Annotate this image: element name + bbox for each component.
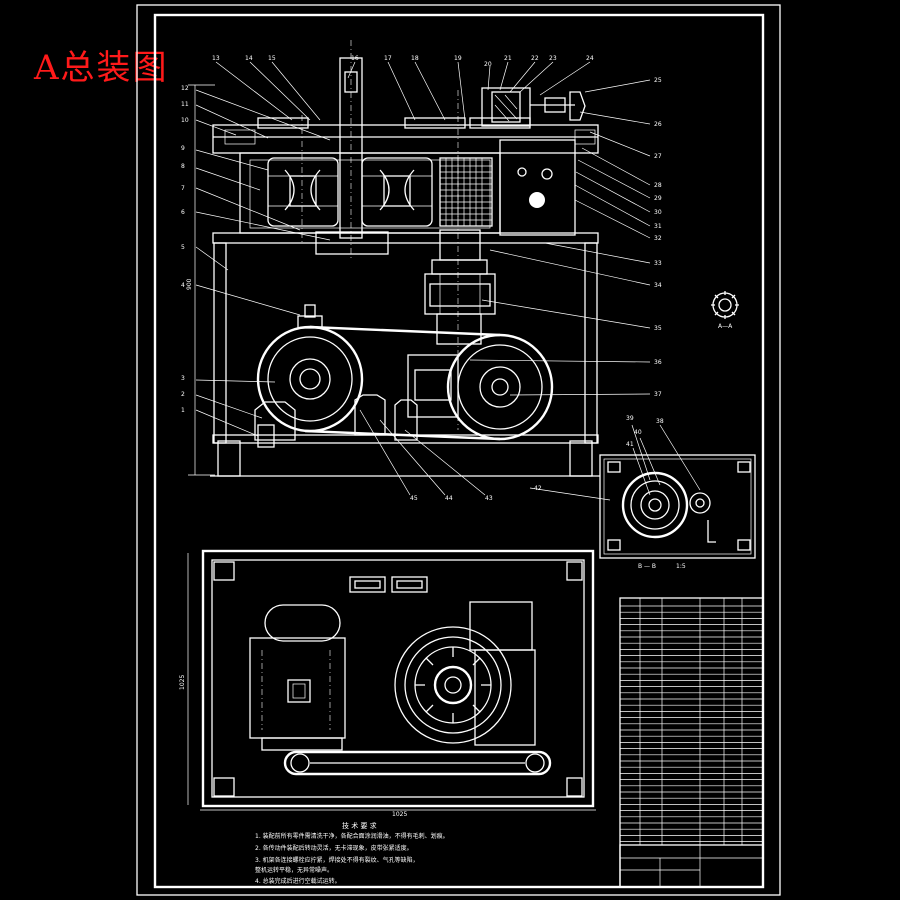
svg-text:10: 10 — [181, 117, 189, 124]
svg-text:44: 44 — [445, 495, 453, 502]
section-bb-view: 39 40 41 38 B — B 1:5 — [599, 415, 756, 570]
gear-middle — [361, 157, 433, 227]
svg-text:34: 34 — [654, 282, 662, 289]
section-aa-label: A—A — [718, 323, 733, 330]
svg-text:30: 30 — [654, 209, 662, 216]
svg-text:31: 31 — [654, 223, 662, 230]
dim-plan-height: 1025 — [179, 675, 186, 690]
svg-text:38: 38 — [656, 418, 664, 425]
svg-text:3: 3 — [181, 375, 185, 382]
svg-text:15: 15 — [268, 55, 276, 62]
section-bb-label: B — B — [638, 563, 656, 570]
front-view: 900 — [186, 40, 651, 501]
svg-text:26: 26 — [654, 121, 662, 128]
driven-pulley — [446, 333, 554, 441]
svg-text:整机运转平稳，无异常噪声。: 整机运转平稳，无异常噪声。 — [255, 866, 333, 874]
svg-text:4. 总装完成后进行空载试运转。: 4. 总装完成后进行空载试运转。 — [255, 877, 341, 885]
svg-text:23: 23 — [549, 55, 557, 62]
svg-text:11: 11 — [181, 101, 189, 108]
plan-view: 1025 1025 — [179, 549, 596, 818]
svg-text:33: 33 — [654, 260, 662, 267]
part-numbers-bottom: 45 44 43 42 — [410, 485, 542, 502]
part-numbers-right: 25 26 27 28 29 30 31 32 33 34 35 36 37 — [654, 77, 662, 398]
dim-bottom-width: 1025 — [392, 811, 407, 818]
plan-pulley-wheel — [394, 601, 536, 746]
svg-text:24: 24 — [586, 55, 594, 62]
part-numbers-left: 12 11 10 9 8 7 6 5 4 3 2 1 — [181, 85, 189, 414]
svg-text:18: 18 — [411, 55, 419, 62]
v-belt — [304, 325, 501, 441]
svg-text:1: 1 — [181, 407, 185, 414]
svg-text:45: 45 — [410, 495, 418, 502]
svg-text:42: 42 — [534, 485, 542, 492]
svg-text:39: 39 — [626, 415, 634, 422]
svg-text:28: 28 — [654, 182, 662, 189]
svg-text:22: 22 — [531, 55, 539, 62]
motor-pulley — [256, 304, 364, 433]
gear-left — [267, 157, 339, 227]
tech-requirements-heading: 技 术 要 求 — [342, 821, 377, 830]
svg-text:35: 35 — [654, 325, 662, 332]
svg-text:17: 17 — [384, 55, 392, 62]
svg-text:21: 21 — [504, 55, 512, 62]
svg-text:9: 9 — [181, 145, 185, 152]
svg-text:16: 16 — [351, 55, 359, 62]
svg-text:3. 机架各连接螺栓应拧紧，焊接处不得有裂纹、气孔等缺陷，: 3. 机架各连接螺栓应拧紧，焊接处不得有裂纹、气孔等缺陷， — [255, 856, 419, 864]
part-numbers-top: 13 14 15 16 17 18 19 20 21 22 23 24 — [212, 55, 594, 68]
drawing-title: A总装图 — [34, 48, 169, 88]
svg-text:2: 2 — [181, 391, 185, 398]
svg-text:29: 29 — [654, 195, 662, 202]
svg-text:41: 41 — [626, 441, 634, 448]
svg-text:32: 32 — [654, 235, 662, 242]
svg-text:4: 4 — [181, 282, 185, 289]
section-aa-gear: A—A — [711, 291, 739, 330]
svg-text:19: 19 — [454, 55, 462, 62]
svg-text:25: 25 — [654, 77, 662, 84]
svg-text:8: 8 — [181, 163, 185, 170]
dim-left-height: 900 — [186, 278, 193, 290]
outer-border — [136, 4, 781, 896]
svg-text:20: 20 — [484, 61, 492, 68]
svg-text:12: 12 — [181, 85, 189, 92]
tech-requirements: 技 术 要 求 1. 装配前所有零件需清洗干净，各配合面涂润滑油，不得有毛刺、划… — [255, 821, 449, 885]
svg-text:27: 27 — [654, 153, 662, 160]
svg-text:37: 37 — [654, 391, 662, 398]
svg-text:1. 装配前所有零件需清洗干净，各配合面涂润滑油，不得有毛: 1. 装配前所有零件需清洗干净，各配合面涂润滑油，不得有毛刺、划痕。 — [255, 832, 449, 840]
svg-text:2. 各传动件装配后转动灵活，无卡滞现象，皮带张紧适度。: 2. 各传动件装配后转动灵活，无卡滞现象，皮带张紧适度。 — [255, 844, 413, 852]
svg-text:5: 5 — [181, 244, 185, 251]
parts-list-table — [619, 597, 764, 888]
svg-text:36: 36 — [654, 359, 662, 366]
section-bb-scale: 1:5 — [676, 563, 686, 570]
svg-text:40: 40 — [634, 429, 642, 436]
svg-text:7: 7 — [181, 185, 185, 192]
inner-frame — [153, 13, 765, 889]
plan-motor — [249, 604, 346, 751]
gear-right-hatched — [439, 157, 493, 227]
svg-text:13: 13 — [212, 55, 220, 62]
svg-text:43: 43 — [485, 495, 493, 502]
svg-text:14: 14 — [245, 55, 253, 62]
svg-text:6: 6 — [181, 209, 185, 216]
